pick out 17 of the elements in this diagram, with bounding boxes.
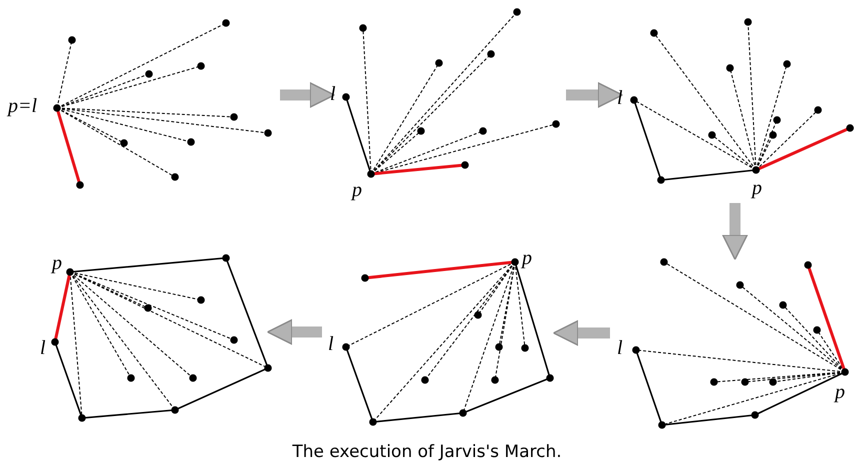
block-arrow — [280, 82, 336, 108]
point-label: p — [522, 248, 532, 268]
point-label: p — [835, 382, 845, 402]
point-label: l — [617, 88, 623, 108]
point-label: p — [52, 253, 62, 273]
point-label: p=l — [8, 96, 38, 116]
point-label: l — [617, 338, 623, 358]
point-label: p — [352, 180, 362, 200]
block-arrow — [552, 320, 610, 346]
point-label: l — [328, 334, 334, 354]
caption: The execution of Jarvis's March. — [291, 442, 563, 462]
block-arrow — [266, 319, 322, 345]
point-label: p — [752, 178, 762, 198]
block-arrow — [722, 203, 748, 260]
point-label: l — [330, 84, 336, 104]
block-arrow — [566, 82, 624, 108]
point-label: l — [40, 338, 46, 358]
